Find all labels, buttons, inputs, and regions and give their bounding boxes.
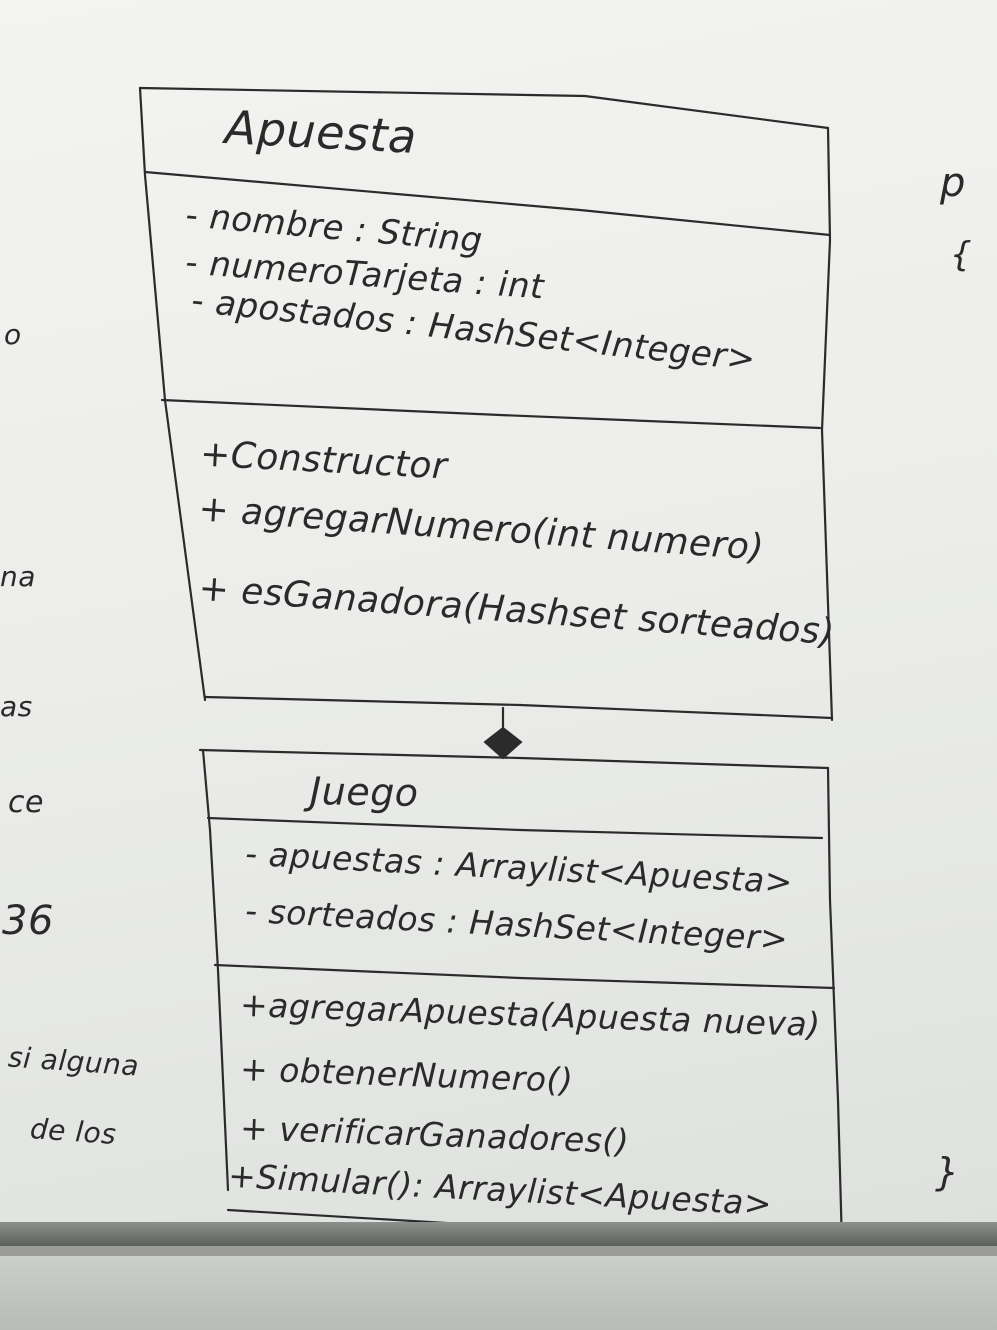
class-box-apuesta: [138, 86, 834, 722]
class-name-apuesta: Apuesta: [223, 100, 419, 164]
juego-right-border: [826, 766, 844, 1247]
whiteboard-tray: [0, 1222, 997, 1246]
composition-diamond: [483, 706, 523, 760]
class-name-juego: Juego: [309, 769, 419, 815]
apuesta-left-border: [138, 86, 207, 702]
margin-note-left-1: o: [4, 318, 22, 351]
apuesta-right-border: [820, 126, 834, 722]
juego-name-divider: [206, 816, 824, 840]
diamond-icon: [483, 726, 523, 760]
margin-note-right-3: }: [935, 1150, 960, 1194]
margin-note-left-5: 36: [2, 898, 54, 944]
juego-top-border: [198, 748, 830, 770]
juego-attr-divider: [213, 963, 836, 990]
margin-note-left-4: ce: [8, 785, 44, 820]
margin-note-right-1: p: [940, 160, 966, 206]
margin-note-left-3: as: [0, 690, 33, 723]
apuesta-top-border: [138, 86, 830, 130]
apuesta-name-divider: [143, 170, 832, 237]
margin-note-left-2: na: [0, 560, 36, 593]
whiteboard-ledge: [0, 1246, 997, 1330]
apuesta-bottom-border: [203, 695, 834, 720]
margin-note-left-7: de los: [28, 1112, 118, 1151]
juego-left-border: [201, 748, 230, 1192]
margin-note-right-2: {: [950, 235, 973, 275]
ledge-shadow: [0, 1246, 997, 1256]
apuesta-attr-divider: [160, 398, 822, 430]
